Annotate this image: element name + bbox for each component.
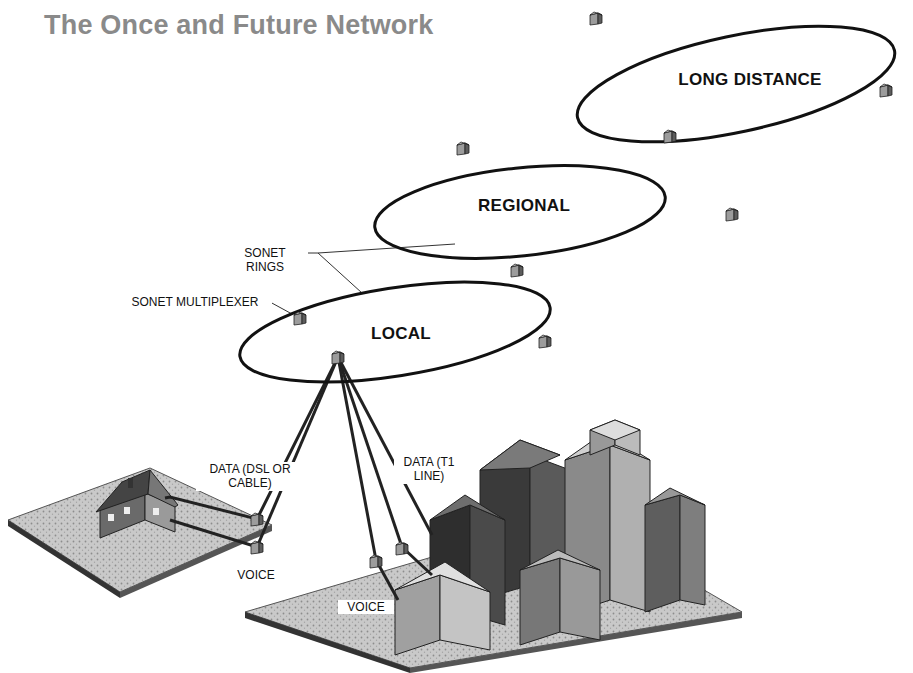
sonet-ring: LOCAL — [230, 266, 560, 398]
sonet-ring: LONG DISTANCE — [566, 14, 906, 154]
ring-text-holder: REGIONAL — [478, 196, 570, 216]
ring-text-holder: LONG DISTANCE — [678, 70, 821, 90]
ring-ellipse — [370, 153, 670, 271]
ring-text-holder: LOCAL — [371, 324, 431, 344]
link-label: VOICE — [228, 568, 284, 582]
ring-callout: SONET RINGS — [222, 246, 308, 275]
multiplexer-callout: SONET MULTIPLEXER — [118, 295, 272, 309]
ring-label: REGIONAL — [478, 196, 570, 216]
link-label: DATA (T1 LINE) — [394, 455, 464, 484]
ring-ellipse — [568, 3, 905, 164]
link-label: VOICE — [338, 600, 394, 614]
sonet-ring: REGIONAL — [366, 146, 674, 278]
link-label: DATA (DSL OR CABLE) — [196, 462, 304, 491]
ring-label: LONG DISTANCE — [678, 70, 821, 90]
sonet-multiplexers — [251, 12, 892, 568]
ground-edge — [245, 612, 410, 673]
ground-edge — [120, 525, 272, 598]
access-lines — [165, 357, 432, 600]
house — [96, 470, 178, 538]
diagram-title: The Once and Future Network — [44, 10, 433, 41]
office-buildings — [395, 420, 705, 655]
ring-label: LOCAL — [371, 324, 431, 344]
ring-ellipse — [233, 264, 557, 400]
